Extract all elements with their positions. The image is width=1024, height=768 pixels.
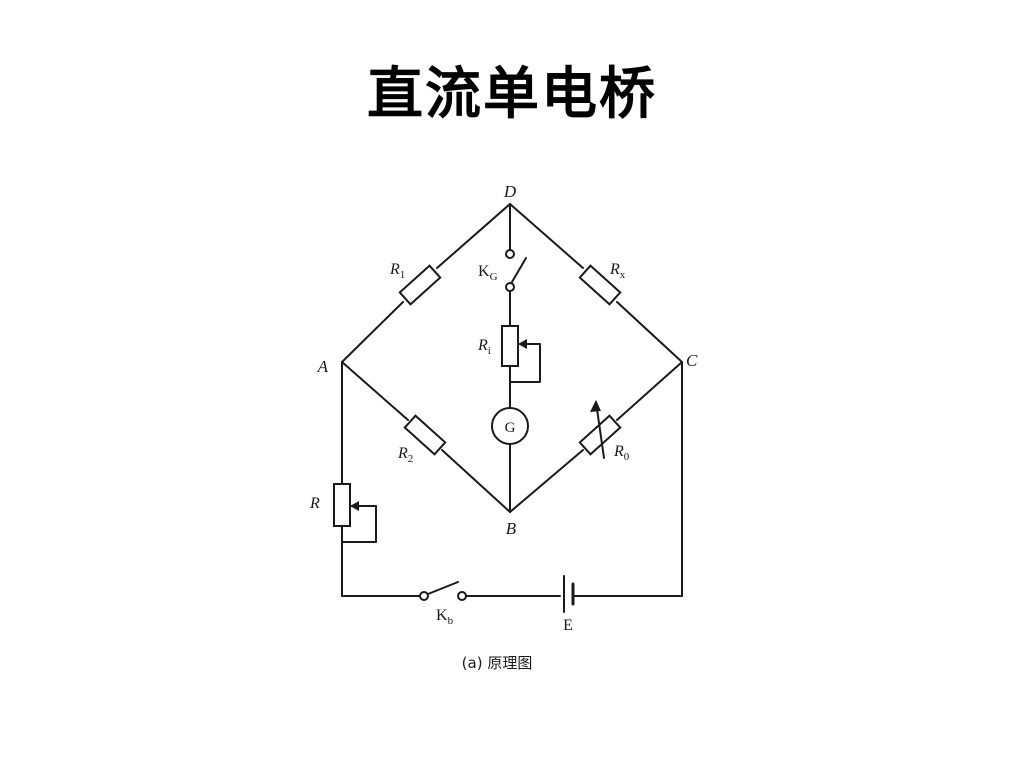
slider-arrow-icon [518,339,527,349]
arm-rx [509,203,683,363]
resistor-r2 [403,414,447,456]
variable-arrow-icon [595,401,605,459]
node-label-b: B [506,519,517,538]
rheostat-ri [501,325,519,367]
switch-contact-icon [505,282,515,292]
switch-kg-blade [511,257,527,283]
arm-r2 [341,361,511,513]
label-rx: Rx [609,261,626,281]
battery-branch [333,361,683,613]
arrowhead-icon [590,400,601,412]
slider-arrow-icon [350,501,359,511]
resistor-r1 [398,264,442,306]
arm-r0 [509,361,683,513]
label-ri: Ri [477,337,491,357]
label-e: E [563,617,573,634]
switch-contact-icon [505,249,515,259]
label-r2: R2 [397,445,413,465]
label-r: R [309,495,320,512]
switch-kb-blade [427,581,459,595]
galvanometer-branch [491,203,541,513]
label-g: G [505,420,516,436]
label-r0: R0 [613,443,630,463]
node-label-d: D [503,182,517,201]
arm-r1 [341,203,511,363]
node-label-a: A [317,357,329,376]
node-label-c: C [686,351,698,370]
label-kg: KG [478,263,498,283]
switch-contact-icon [419,591,429,601]
label-kb: Kb [436,607,454,627]
rheostat-r [333,483,351,527]
page-title: 直流单电桥 [367,61,657,127]
label-r1: R1 [389,261,405,281]
switch-contact-icon [457,591,467,601]
figure-caption: (a) 原理图 [462,654,533,672]
resistor-rx [578,264,622,306]
